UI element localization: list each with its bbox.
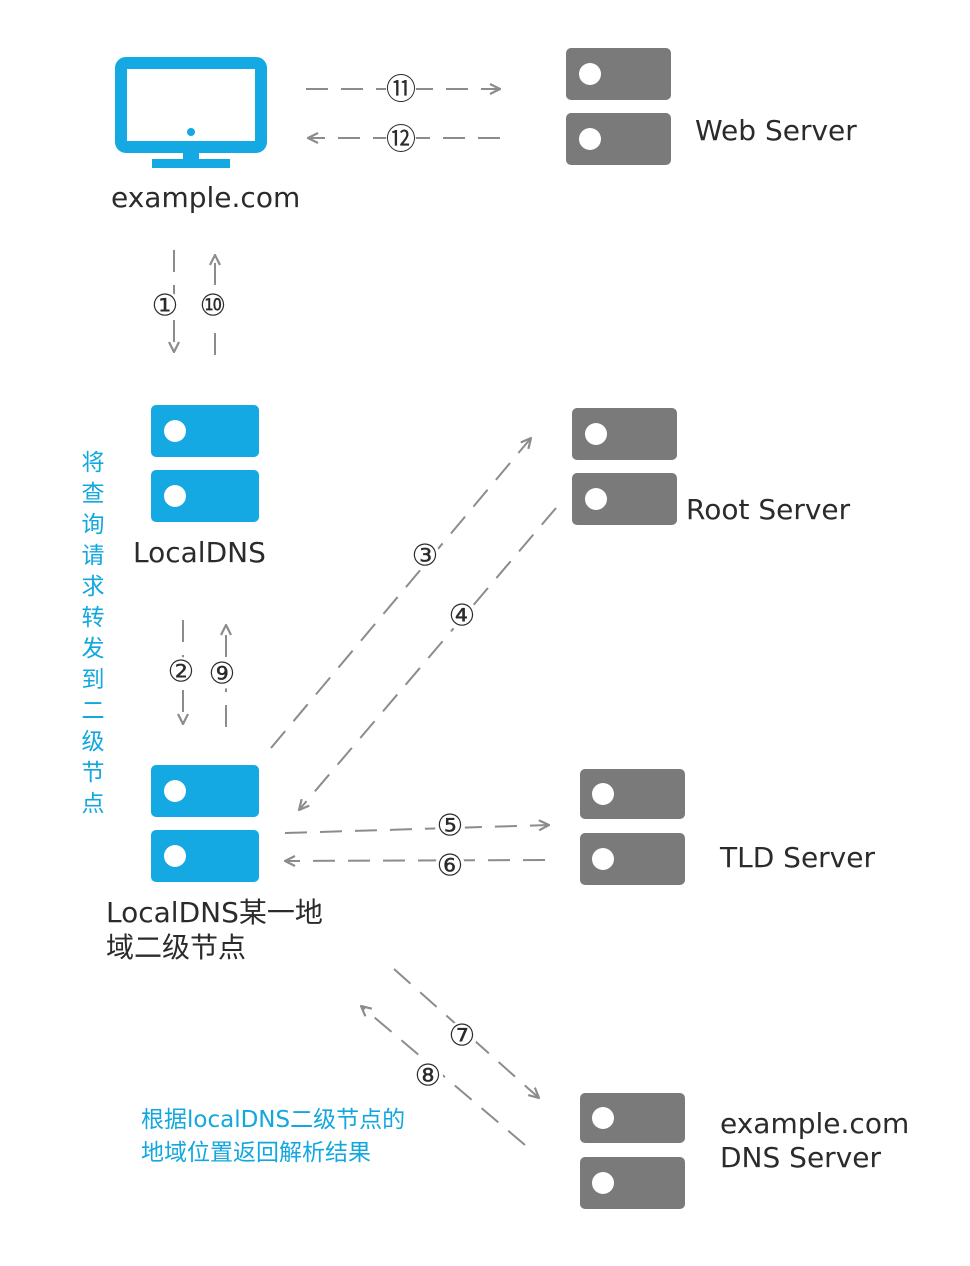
- localdns-server-icon: [151, 405, 259, 522]
- auth-dns-label-line1: example.com: [720, 1107, 910, 1140]
- return-note-line2: 地域位置返回解析结果: [141, 1140, 371, 1166]
- step-label-5: ⑤: [437, 809, 464, 844]
- step-label-11: ⑪: [386, 73, 416, 108]
- step-label-1: ①: [152, 289, 179, 324]
- localdns-label: LocalDNS: [133, 536, 266, 569]
- step-label-6: ⑥: [437, 849, 464, 884]
- step-label-9: ⑨: [209, 657, 236, 692]
- localdns-node-label-line1: LocalDNS某一地: [106, 896, 323, 929]
- monitor-icon: [115, 57, 267, 168]
- arrow-step-4: [299, 507, 557, 810]
- step-label-10: ⑩: [200, 289, 227, 324]
- tld-server-label: TLD Server: [720, 841, 875, 874]
- client-label: example.com: [111, 181, 301, 214]
- arrow-step-8: [361, 1006, 526, 1146]
- root-server-icon: [572, 408, 677, 525]
- step-label-4: ④: [449, 599, 476, 634]
- step-label-8: ⑧: [415, 1059, 442, 1094]
- localdns-node-label-line2: 域二级节点: [106, 931, 247, 964]
- arrow-step-6: [285, 860, 546, 861]
- auth-dns-label-line2: DNS Server: [720, 1141, 881, 1174]
- step-label-2: ②: [168, 655, 195, 690]
- step-label-3: ③: [412, 539, 439, 574]
- step-label-7: ⑦: [449, 1019, 476, 1054]
- tld-server-icon: [580, 769, 685, 885]
- step-label-12: ⑫: [386, 123, 416, 158]
- web-server-icon: [566, 48, 671, 165]
- root-server-label: Root Server: [686, 493, 851, 526]
- return-note-line1: 根据localDNS二级节点的: [141, 1107, 406, 1133]
- arrow-step-7: [393, 968, 539, 1098]
- localdns-node-server-icon: [151, 765, 259, 882]
- arrow-step-5: [284, 825, 549, 834]
- web-server-label: Web Server: [695, 114, 857, 147]
- arrow-step-3: [270, 438, 531, 749]
- forward-note: 将查询请求转发到二级节点: [77, 450, 103, 822]
- auth-dns-server-icon: [580, 1093, 685, 1209]
